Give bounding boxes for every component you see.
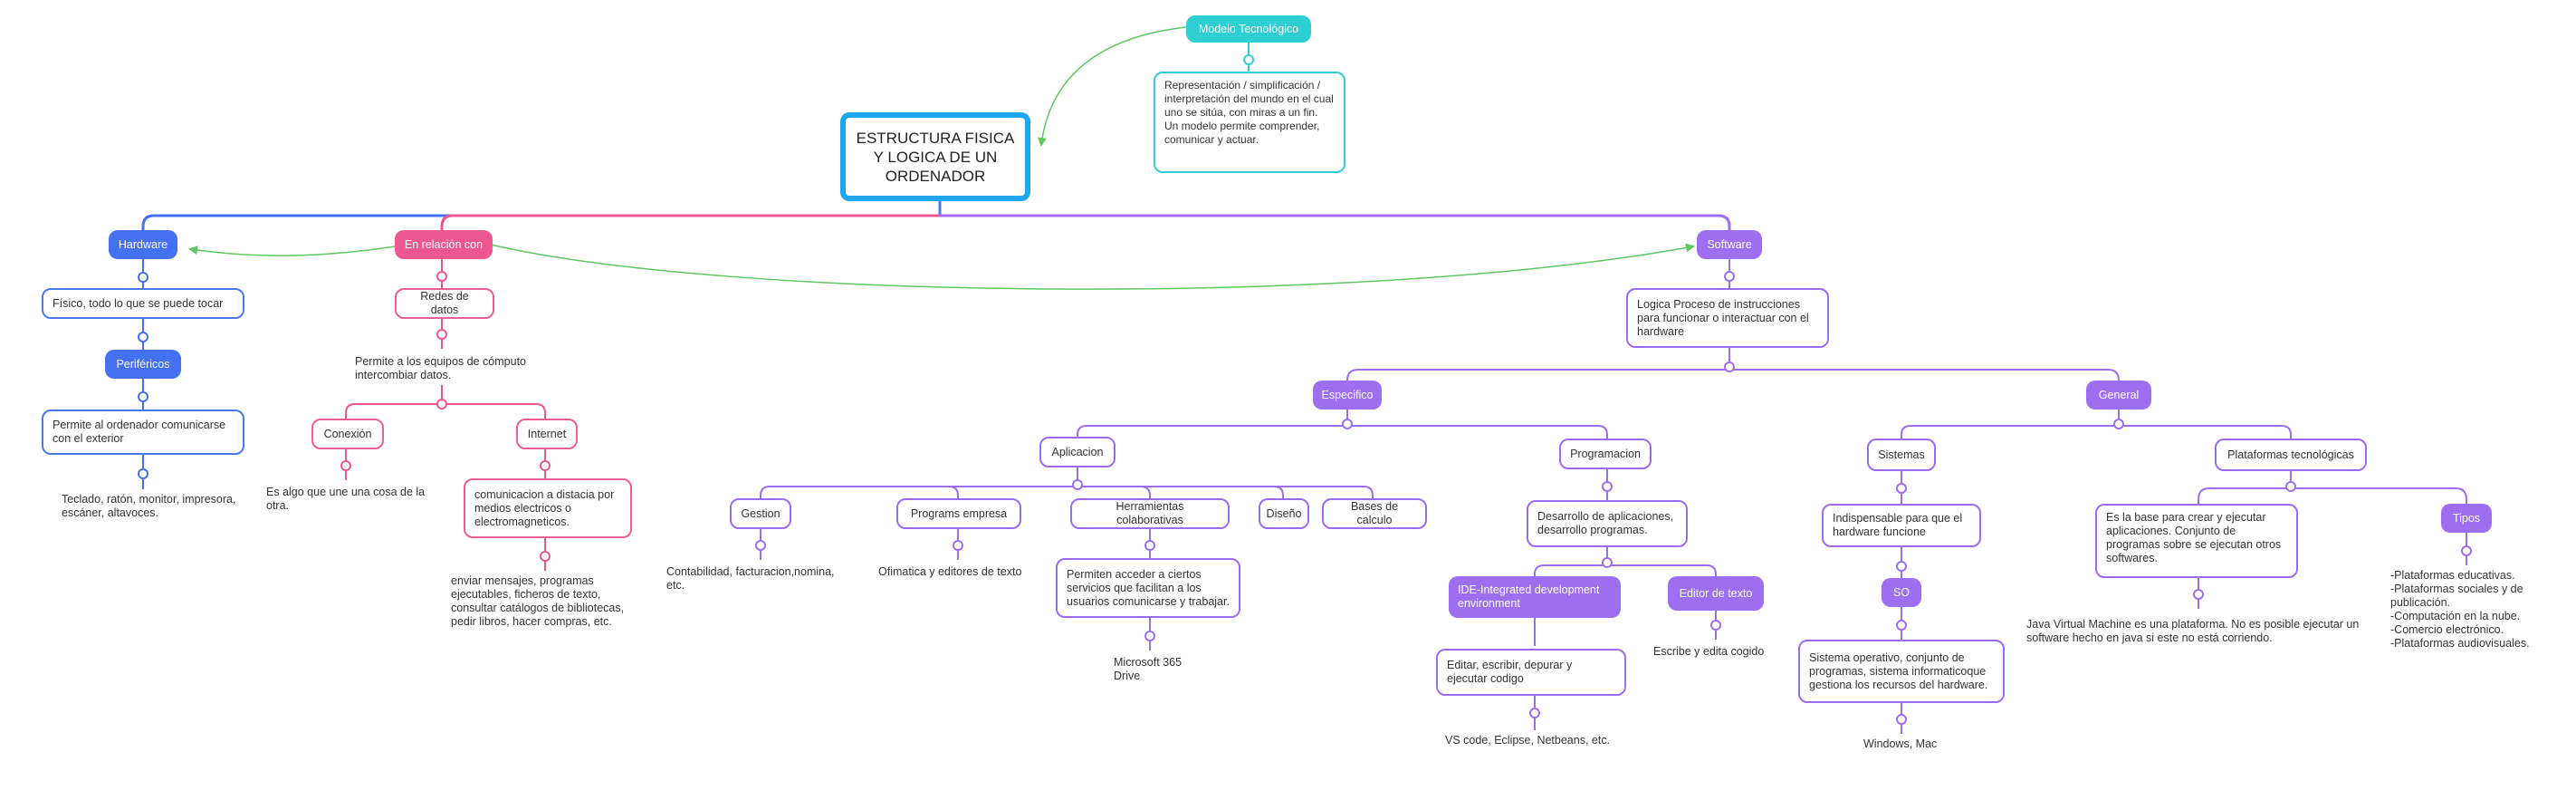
node-label: Hardware	[118, 237, 168, 251]
node-ide[interactable]: IDE-Integrated development environment	[1449, 576, 1621, 618]
node-label: Sistemas	[1878, 448, 1925, 461]
node-label: Diseño	[1266, 506, 1302, 520]
note-conexion-desc: Es algo que une una cosa de la otra.	[266, 486, 426, 512]
node-en-relacion-con[interactable]: En relación con	[395, 230, 493, 259]
node-software[interactable]: Software	[1697, 230, 1762, 259]
node-label: Programs empresa	[910, 506, 1008, 520]
node-internet[interactable]: Internet	[516, 419, 578, 449]
node-text: Editar, escribir, depurar y ejecutar cod…	[1447, 659, 1573, 685]
node-bases-de-calculo[interactable]: Bases de calculo	[1322, 498, 1427, 529]
node-ide-desc[interactable]: Editar, escribir, depurar y ejecutar cod…	[1436, 649, 1626, 696]
node-herramientas-desc[interactable]: Permiten acceder a ciertos servicios que…	[1056, 558, 1240, 618]
node-editor-de-texto[interactable]: Editor de texto	[1668, 576, 1764, 611]
node-label: Especifico	[1321, 388, 1374, 401]
node-aplicacion[interactable]: Aplicacion	[1039, 437, 1116, 467]
node-label: Redes de datos	[420, 290, 469, 316]
node-gestion[interactable]: Gestion	[730, 498, 791, 529]
node-conexion[interactable]: Conexión	[311, 419, 384, 449]
node-plataformas-tecnologicas[interactable]: Plataformas tecnológicas	[2215, 439, 2367, 471]
node-label: Aplicacion	[1051, 445, 1104, 458]
node-tipos[interactable]: Tipos	[2441, 504, 2492, 533]
node-label: Programacion	[1570, 447, 1641, 460]
note-herramientas-examples: Microsoft 365 Drive	[1114, 656, 1183, 682]
edge-root-software	[940, 214, 1731, 234]
node-sistemas-desc[interactable]: Indispensable para que el hardware funci…	[1822, 504, 1981, 547]
node-text: Es la base para crear y ejecutar aplicac…	[2106, 511, 2282, 564]
note-internet-examples: enviar mensajes, programas ejecutables, …	[451, 574, 625, 628]
node-label: Editor de texto	[1679, 586, 1753, 600]
node-hardware[interactable]: Hardware	[109, 230, 177, 259]
node-text: Permite al ordenador comunicarse con el …	[53, 419, 226, 445]
node-sistemas[interactable]: Sistemas	[1867, 439, 1936, 471]
node-perifericos[interactable]: Periféricos	[105, 350, 181, 379]
node-label: Plataformas tecnológicas	[2227, 448, 2354, 461]
node-label: Gestion	[741, 506, 780, 520]
node-label: Software	[1707, 237, 1752, 251]
node-text: Físico, todo lo que se puede tocar	[53, 296, 224, 310]
note-perifericos-examples: Teclado, ratón, monitor, impresora, escá…	[62, 493, 236, 519]
root-node[interactable]: ESTRUCTURA FISICA Y LOGICA DE UN ORDENAD…	[840, 112, 1030, 201]
note-so-examples: Windows, Mac	[1863, 737, 1938, 750]
node-label: Internet	[527, 427, 567, 440]
node-text: Logica Proceso de instrucciones para fun…	[1637, 297, 1809, 338]
node-label: Herramientas colaborativas	[1116, 500, 1184, 526]
node-text: Desarrollo de aplicaciones, desarrollo p…	[1537, 510, 1674, 536]
node-programas-empresa[interactable]: Programs empresa	[896, 498, 1021, 529]
node-herramientas-colaborativas[interactable]: Herramientas colaborativas	[1070, 498, 1230, 529]
node-label: General	[2098, 388, 2140, 401]
node-label: En relación con	[404, 237, 484, 251]
node-label: Conexión	[323, 427, 372, 440]
node-text: Representación / simplificación / interp…	[1164, 79, 1334, 146]
node-internet-desc[interactable]: comunicacion a distacia por medios elect…	[464, 478, 632, 538]
node-text: Permiten acceder a ciertos servicios que…	[1067, 567, 1230, 608]
node-especifico[interactable]: Especifico	[1313, 381, 1382, 410]
note-redes-desc: Permite a los equipos de cómputo interco…	[355, 355, 526, 381]
node-modelo-tecnologico[interactable]: Modelo Tecnológico	[1186, 15, 1311, 43]
node-software-desc[interactable]: Logica Proceso de instrucciones para fun…	[1626, 288, 1829, 348]
node-so[interactable]: SO	[1882, 578, 1921, 607]
note-gestion-desc: Contabilidad, facturacion,nomina, etc.	[666, 565, 835, 592]
node-programacion[interactable]: Programacion	[1559, 439, 1652, 469]
edge-root-hardware	[141, 214, 940, 234]
note-ide-examples: VS code, Eclipse, Netbeans, etc.	[1445, 734, 1611, 747]
note-tipos-list: -Plataformas educativas. -Plataformas so…	[2390, 569, 2530, 650]
node-general[interactable]: General	[2086, 381, 2151, 410]
node-label: SO	[1892, 585, 1910, 599]
node-text: comunicacion a distacia por medios elect…	[474, 487, 615, 528]
node-programacion-desc[interactable]: Desarrollo de aplicaciones, desarrollo p…	[1527, 500, 1688, 547]
note-editor-desc: Escribe y edita cogido	[1653, 645, 1765, 658]
node-diseno[interactable]: Diseño	[1259, 498, 1309, 529]
note-programas-desc: Ofimatica y editores de texto	[878, 565, 1022, 578]
node-label: Modelo Tecnológico	[1198, 22, 1299, 35]
node-label: IDE-Integrated development environment	[1458, 583, 1600, 610]
root-title: ESTRUCTURA FISICA Y LOGICA DE UN ORDENAD…	[856, 129, 1015, 185]
node-label: Periféricos	[116, 357, 170, 371]
note-plataformas-note: Java Virtual Machine es una plataforma. …	[2026, 618, 2360, 644]
node-redes-de-datos[interactable]: Redes de datos	[395, 288, 494, 319]
node-so-desc[interactable]: Sistema operativo, conjunto de programas…	[1798, 640, 2005, 703]
node-plataformas-desc[interactable]: Es la base para crear y ejecutar aplicac…	[2095, 504, 2298, 578]
node-label: Bases de calculo	[1350, 500, 1399, 526]
node-perifericos-desc[interactable]: Permite al ordenador comunicarse con el …	[42, 410, 244, 455]
node-text: Indispensable para que el hardware funci…	[1833, 512, 1963, 538]
node-hardware-desc[interactable]: Físico, todo lo que se puede tocar	[42, 288, 244, 319]
edge-root-relacion	[440, 214, 940, 234]
node-modelo-desc[interactable]: Representación / simplificación / interp…	[1154, 72, 1345, 173]
node-text: Sistema operativo, conjunto de programas…	[1809, 651, 1988, 691]
node-label: Tipos	[2452, 511, 2481, 525]
